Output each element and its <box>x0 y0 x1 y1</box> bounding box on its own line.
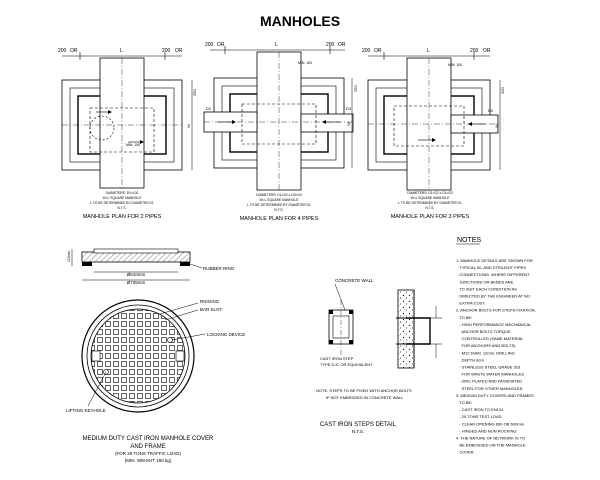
notes-line: 1. MANHOLE DETAILS ARE SHOWN FOR <box>456 258 533 263</box>
notes-line: JUNCTIONS OR BENDS ARE <box>456 279 514 284</box>
dim-or-left: OR <box>374 48 382 54</box>
dim-d2: D2 <box>488 108 494 113</box>
plan-note: W=L SQUARE MANHOLE <box>103 196 143 200</box>
notes-line: FOR WASTE WATER MANHOLES <box>456 372 524 377</box>
notes-line: 4. THE NATURE OF NETWORK IS TO <box>456 436 525 441</box>
plan-note: N.T.S. <box>275 208 284 212</box>
step-type-label: TYPE D.K. OR EQUIVALENT <box>320 362 373 367</box>
notes-line: DEPTH 8cm <box>456 357 484 362</box>
plan-note: L TO BE DETERMINED BY DIAMETER D1 <box>247 203 311 207</box>
dim-l: L <box>120 48 123 54</box>
cover-caption-weight: (MIN. WEIGHT 150 kg) <box>125 458 172 463</box>
dim-outer-diameter: Ø735mm <box>127 280 146 285</box>
dim-or-right: OR <box>175 48 183 54</box>
plan-caption: MANHOLE PLAN FOR 2 PIPES <box>83 214 162 220</box>
plan-note: W=L SQUARE MANHOLE <box>411 196 451 200</box>
plan-note: N.T.S. <box>118 206 127 210</box>
dim-250: 250 <box>353 85 358 92</box>
bolts-note: IF NOT EMBEDDED IN CONCRETE WALL <box>326 395 404 400</box>
notes-line: - HIGH PERFORMANCE MECHANICAL <box>456 322 532 327</box>
plan-note: DIAMETERS: D1>D2 ≥ D3>D4 <box>256 193 302 197</box>
notes-line: CONTROLLED (SAME MATERIAL <box>456 336 524 341</box>
dim-d3: D3 <box>346 106 352 111</box>
plan-note: DIAMETERS: D1<100 <box>106 191 139 195</box>
notes-heading: NOTES <box>457 237 481 244</box>
dim-200-left: 200 <box>58 48 67 54</box>
pipe-min-label: MIN. 100 <box>126 143 140 147</box>
notes-line: ANCHOR BOLTS TORQUE <box>456 329 511 334</box>
cover-caption: MEDIUM DUTY CAST IRON MANHOLE COVER <box>83 436 214 442</box>
lifting-keyhole-label: LIFTING KEYHOLE <box>66 408 106 413</box>
plan-note: W=L SQUARE MANHOLE <box>260 198 300 202</box>
dim-or-left: OR <box>217 42 225 48</box>
notes-line: - CAST IRON TO EN124 <box>456 407 504 412</box>
steps-nts: N.T.S. <box>352 429 364 434</box>
notes-line: - M12 DIAM. 12mm, DRILLING <box>456 350 515 355</box>
notes-panel: NOTES 1. MANHOLE DETAILS ARE SHOWN FOR T… <box>456 237 536 455</box>
steps-caption: CAST IRON STEPS DETAIL <box>320 422 397 428</box>
notes-line: - CLEAR OPENING 600 OR 600mm <box>456 421 525 426</box>
plan-note: N.T.S. <box>426 206 435 210</box>
plan-note: L TO BE DETERMINED BY DIAMETER D1 <box>90 201 154 205</box>
manhole-plan-2-pipes: 200 OR L D1 200 OR MIN. 100 W 250 DIAMET… <box>58 48 197 220</box>
notes-line: CONNECTIONS, WHERE DIFFERENT <box>456 272 530 277</box>
notes-line: COVER. <box>456 450 475 455</box>
dim-l: L <box>275 42 278 48</box>
notes-line: EXTRA COST. <box>456 301 485 306</box>
dim-250: 250 <box>192 89 197 96</box>
plan-note: L TO BE DETERMINED BY DIAMETER D1 <box>398 201 462 205</box>
notes-line: TYPICAL 90, AND STRAIGHT PIPES <box>456 265 526 270</box>
manhole-cover-detail: 115mm Ø610mm Ø735mm RUBBER RING RIDGING … <box>66 248 245 463</box>
dim-height: 115mm <box>67 251 71 262</box>
dim-inner-diameter: Ø610mm <box>127 272 146 277</box>
dim-200-left: 200 <box>205 42 214 48</box>
iron-step-label: CAST IRON STEP <box>320 356 354 361</box>
dim-or-right: OR <box>338 42 346 48</box>
notes-line: - ZINC PLATED AND PASSIVATED <box>456 379 522 384</box>
dim-w: W <box>346 122 351 126</box>
notes-line: TO BE: <box>456 315 472 320</box>
dim-w: W <box>494 124 499 128</box>
dim-250: 250 <box>500 87 505 94</box>
dim-200-right: 200 <box>162 48 171 54</box>
manhole-plan-3-pipes: 200 OR L D1 200 OR D2 MIN. 100 W 250 DIA… <box>362 48 505 220</box>
notes-line: 2. ANCHOR BOLTS FOR STEPS FIXATION, <box>456 308 536 313</box>
dim-200-left: 200 <box>362 48 371 54</box>
notes-line: TO SUIT EACH CONDITION AS <box>456 286 517 291</box>
bolts-note: NOTE: STEPS TO BE FIXED WITH ANCHOR BOLT… <box>316 388 412 393</box>
cover-caption-load: (FOR 25 TONS TRAFFIC LOAD) <box>115 451 182 456</box>
cover-caption: AND FRAME <box>130 444 165 450</box>
notes-line: STEEL FOR OTHER MANHOLES. <box>456 386 523 391</box>
notes-line: FOR ANCHORS AND BOLTS) <box>456 343 516 348</box>
notes-line: BE EMBOSSED ON THE MANHOLE <box>456 443 526 448</box>
plan-note: DIAMETERS: D1>D2 ≥ D1>D3 <box>407 191 453 195</box>
cast-iron-steps-detail: CONCRETE WALL CAST IRON STEP TYPE D.K. O… <box>316 278 442 434</box>
pipe-min-label: MIN. 100 <box>298 61 312 65</box>
ridging-label: RIDGING <box>200 299 220 304</box>
notes-line: TO BE: <box>456 400 472 405</box>
page-title: MANHOLES <box>260 13 340 29</box>
dim-or-left: OR <box>70 48 78 54</box>
dim-l: L <box>427 48 430 54</box>
dim-d2: D2 <box>206 106 212 111</box>
notes-line: - HINGED AND NON ROCKING <box>456 428 516 433</box>
concrete-wall-label: CONCRETE WALL <box>335 278 374 283</box>
manhole-plan-4-pipes: 200 OR L D1 200 OR D2 D3 MIN. 100 W 250 … <box>203 42 358 222</box>
plan-caption: MANHOLE PLAN FOR 3 PIPES <box>391 214 470 220</box>
dim-200-right: 200 <box>470 48 479 54</box>
notes-line: - 25 TONS TEST LOAD <box>456 414 502 419</box>
rubber-ring-label: RUBBER RING <box>203 266 235 271</box>
notes-line: - STAINLESS STEEL GRADE 316 <box>456 365 521 370</box>
notes-line: 3. MEDIUM DUTY COVERS AND FRAMES <box>456 393 534 398</box>
dim-or-right: OR <box>483 48 491 54</box>
locking-device-label: LOCKING DEVICE <box>207 332 245 337</box>
plan-caption: MANHOLE PLAN FOR 4 PIPES <box>240 216 319 222</box>
dim-200-right: 200 <box>326 42 335 48</box>
dim-w: W <box>186 124 191 128</box>
notes-line: DIRECTED BY THE ENGINEER AT NO <box>456 294 530 299</box>
bar-slot-label: BAR SLOT <box>200 307 223 312</box>
pipe-min-label: MIN. 100 <box>448 63 462 67</box>
